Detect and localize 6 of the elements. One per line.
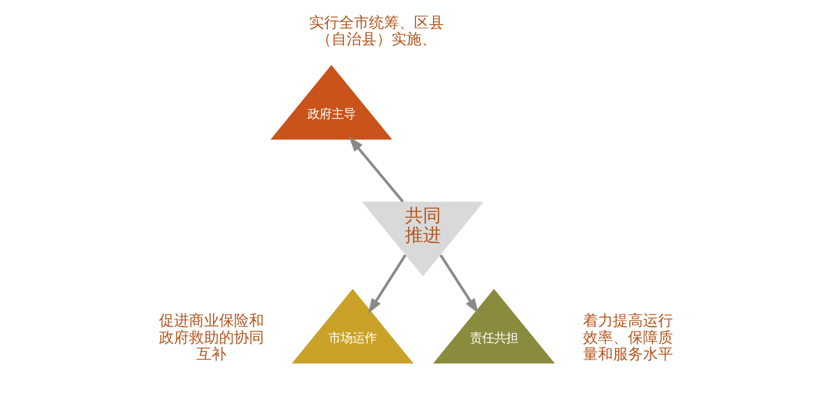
node-label: 促进商业保险和政府救助的协同互补 — [158, 311, 264, 364]
arrow — [368, 254, 406, 314]
arrow — [348, 136, 404, 202]
arrow — [439, 254, 478, 314]
node-label: 着力提高运行效率、保障质量和服务水平 — [582, 311, 673, 364]
node-label: 实行全市统筹、区县（自治县）实施、 — [308, 13, 444, 48]
